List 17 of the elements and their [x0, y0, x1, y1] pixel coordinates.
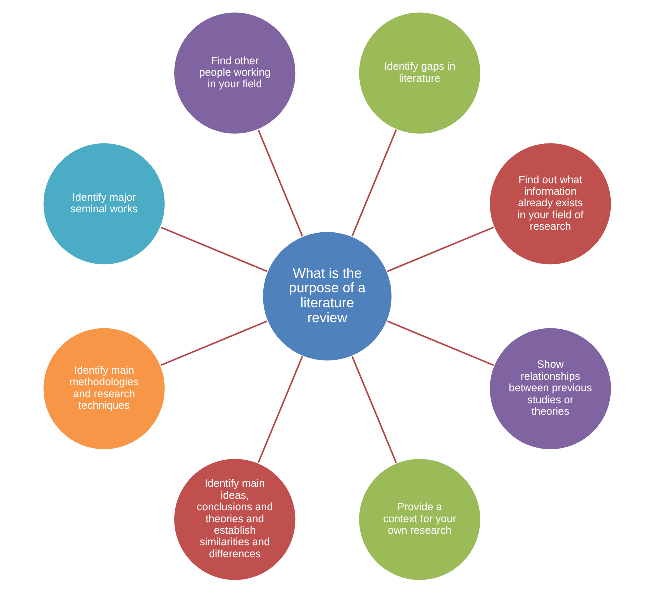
connector [387, 226, 494, 272]
node-circle: Provide a context for your own research [358, 458, 482, 582]
connector [258, 356, 304, 464]
node-circle: Identify main methodologies and research techniques [42, 327, 166, 451]
connector [258, 130, 304, 237]
node-circle: Show relationships between previous studies or theories [489, 327, 612, 451]
connector [160, 226, 268, 272]
node-circle: Find out what information already exists in your field of research [489, 142, 612, 266]
node-circle: Identify major seminal works [42, 142, 166, 266]
node-circle: Identify main ideas, conclusions and theories and establish similarities and differences [173, 458, 297, 582]
connector [352, 356, 398, 464]
connector [160, 320, 268, 366]
node-circle: Find other people working in your field [173, 12, 297, 135]
connector [387, 320, 494, 366]
node-circle: What is the purpose of a literature review [262, 231, 393, 362]
connector [352, 130, 398, 237]
node-circle: Identify gaps in literature [358, 12, 482, 135]
